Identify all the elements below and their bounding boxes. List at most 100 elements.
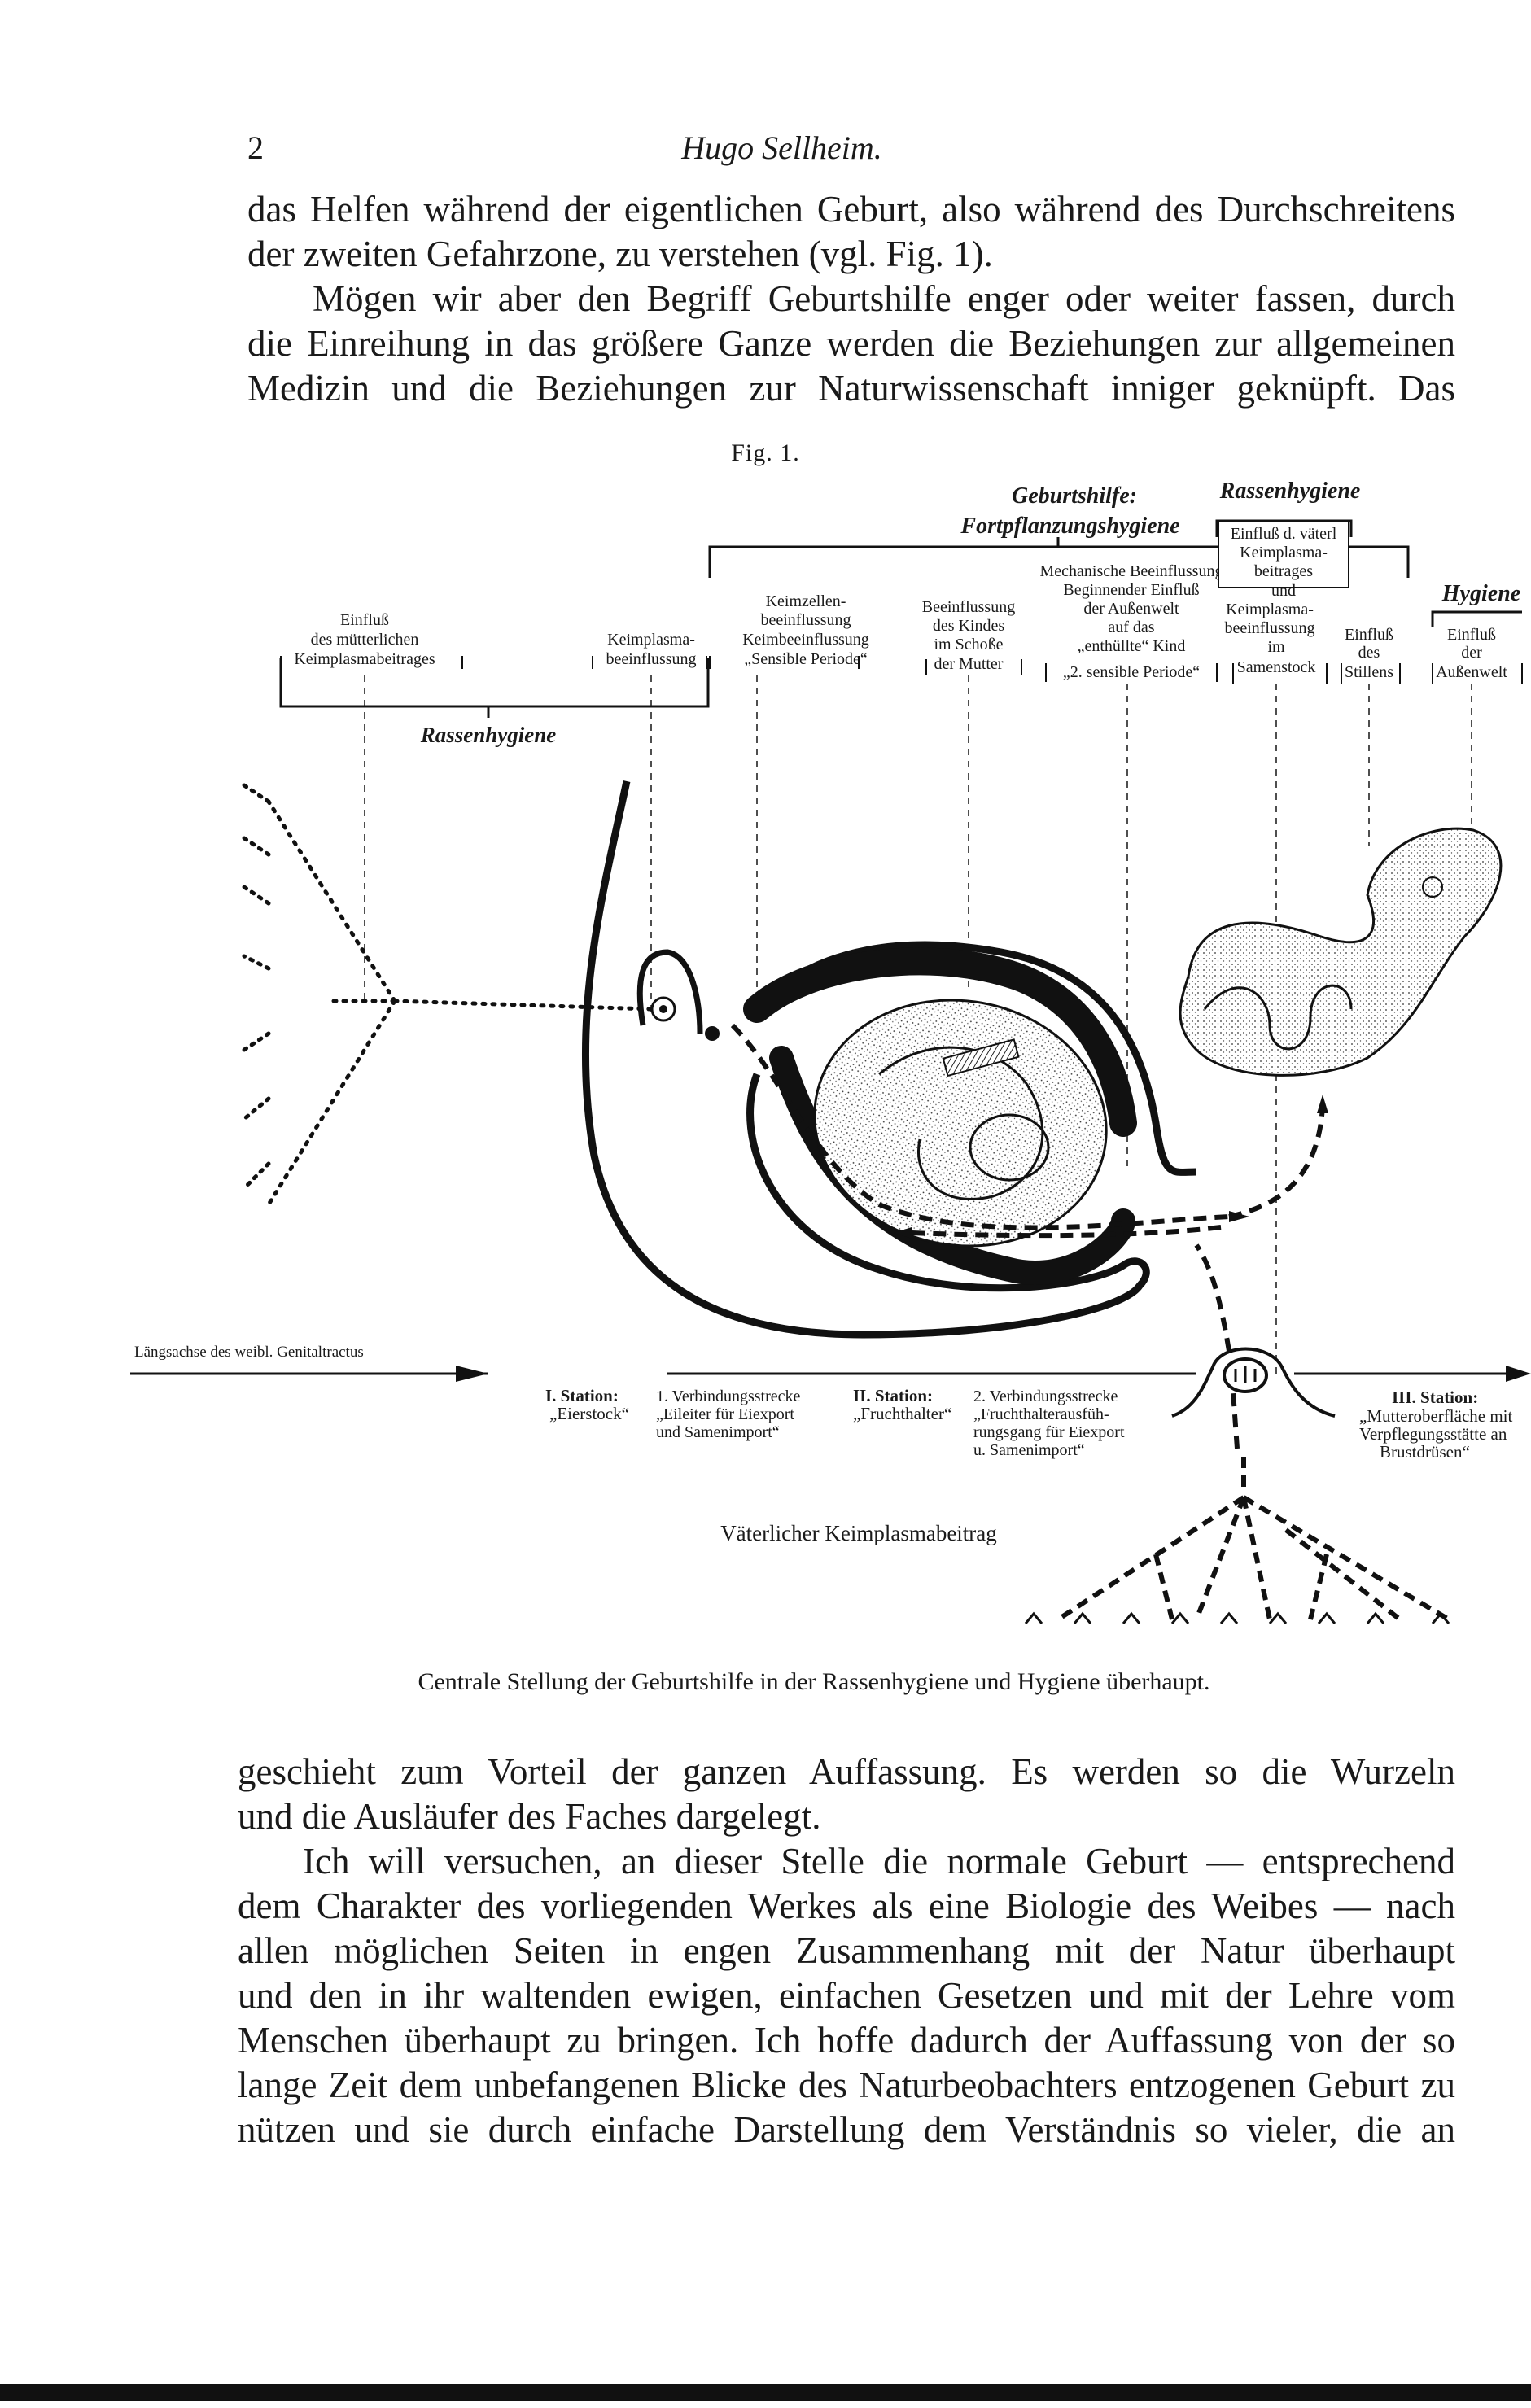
svg-text:beitrages: beitrages [1254, 562, 1313, 580]
ovary [636, 949, 720, 1041]
svg-text:rungsgang für Eiexport: rungsgang für Eiexport [973, 1423, 1125, 1441]
svg-text:„enthüllte“ Kind: „enthüllte“ Kind [1078, 637, 1186, 655]
svg-text:Verpflegungsstätte an: Verpflegungsstätte an [1359, 1424, 1507, 1444]
svg-text:des mütterlichen: des mütterlichen [311, 631, 419, 649]
label-rassenhygiene-lower: Rassenhygiene [420, 723, 557, 747]
svg-text:der Mutter: der Mutter [934, 655, 1004, 673]
figure-caption: Centrale Stellung der Geburtshilfe in de… [418, 1668, 1210, 1695]
page-number: 2 [247, 129, 264, 166]
svg-text:„Fruchthalterausfüh-: „Fruchthalterausfüh- [973, 1405, 1109, 1423]
svg-text:beeinflussung: beeinflussung [1224, 619, 1314, 637]
svg-text:„Eileiter für Eiexport: „Eileiter für Eiexport [656, 1405, 794, 1423]
svg-text:Einfluß d. väterl: Einfluß d. väterl [1231, 525, 1337, 543]
svg-text:und: und [1271, 582, 1296, 600]
svg-text:u. Samenimport“: u. Samenimport“ [973, 1441, 1085, 1459]
svg-text:„Mutteroberfläche mit: „Mutteroberfläche mit [1359, 1406, 1512, 1426]
svg-text:Keimplasma-: Keimplasma- [1226, 601, 1314, 618]
svg-text:Beginnender Einfluß: Beginnender Einfluß [1063, 581, 1199, 599]
figure-diagram: Geburtshilfe: Fortpflanzungshygiene Rass… [130, 479, 1531, 1624]
svg-text:III. Station:: III. Station: [1392, 1388, 1478, 1407]
svg-text:Brustdrüsen“: Brustdrüsen“ [1380, 1442, 1470, 1462]
text-line: der zweiten Gefahrzone, zu verstehen (vg… [247, 234, 993, 274]
svg-text:Mechanische Beeinflussung: Mechanische Beeinflussung [1040, 562, 1223, 580]
svg-text:Keimplasma-: Keimplasma- [1240, 544, 1328, 562]
text-line: allen möglichen Seiten in engen Zusammen… [238, 1930, 1455, 1971]
svg-text:Außenwelt: Außenwelt [1436, 663, 1507, 681]
connection-1: 1. Verbindungsstrecke „Eileiter für Eiex… [656, 1388, 800, 1441]
maternal-germ-tree [242, 783, 654, 1207]
heading-rassenhygiene-top: Rassenhygiene [1219, 479, 1361, 504]
svg-text:II. Station:: II. Station: [853, 1386, 933, 1405]
svg-text:im: im [1267, 638, 1285, 656]
svg-text:„2. sensible Periode“: „2. sensible Periode“ [1063, 663, 1200, 681]
scan-edge-bar [0, 2384, 1531, 2401]
heading-hygiene: Hygiene [1441, 581, 1520, 606]
text-line: dem Charakter des vorliegenden Werkes al… [238, 1886, 1455, 1926]
station-3: III. Station: „Mutteroberfläche mit Verp… [1359, 1388, 1512, 1462]
svg-text:Keimplasma-: Keimplasma- [607, 631, 695, 649]
influence-maternal: Einfluß des mütterlichen Keimplasmabeitr… [280, 611, 463, 669]
station-1: I. Station: „Eierstock“ [545, 1386, 629, 1423]
svg-text:„Fruchthalter“: „Fruchthalter“ [853, 1404, 951, 1423]
svg-text:1. Verbindungsstrecke: 1. Verbindungsstrecke [656, 1388, 800, 1405]
influence-stillen: Einfluß des Stillens [1341, 626, 1401, 684]
text-line: Menschen überhaupt zu bringen. Ich hoffe… [238, 2020, 1455, 2061]
axis-arrow-left [456, 1366, 488, 1382]
svg-text:beeinflussung: beeinflussung [760, 611, 851, 629]
newborn-child [1179, 827, 1503, 1077]
svg-text:„Sensible Periode“: „Sensible Periode“ [744, 650, 868, 668]
svg-text:2. Verbindungsstrecke: 2. Verbindungsstrecke [973, 1388, 1118, 1405]
svg-text:Keimbeeinflussung: Keimbeeinflussung [742, 631, 869, 649]
bracket-hygiene [1431, 610, 1522, 627]
text-line: geschieht zum Vorteil der ganzen Auffass… [238, 1751, 1455, 1792]
svg-text:Einfluß: Einfluß [1447, 626, 1496, 644]
heading-fortpflanzungshygiene: Fortpflanzungshygiene [960, 514, 1179, 539]
svg-text:Einfluß: Einfluß [340, 611, 389, 629]
svg-text:und Samenimport“: und Samenimport“ [656, 1423, 780, 1441]
pathway-arrows [730, 1023, 1325, 1449]
text-line: Mögen wir aber den Begriff Geburtshilfe … [313, 278, 1455, 319]
svg-text:im Schoße: im Schoße [934, 636, 1004, 653]
influence-vaeterlich: Einfluß d. väterl Keimplasma- beitrages … [1218, 520, 1349, 684]
svg-text:Stillens: Stillens [1345, 663, 1393, 681]
fetus-in-womb [813, 999, 1108, 1248]
text-line: die Einreihung in das größere Ganze werd… [247, 323, 1455, 364]
running-title: Hugo Sellheim. [681, 129, 882, 166]
svg-text:Keimplasmabeitrages: Keimplasmabeitrages [294, 650, 435, 668]
uterus-outline [581, 780, 1197, 1339]
connection-2: 2. Verbindungsstrecke „Fruchthalterausfü… [973, 1388, 1125, 1459]
heading-geburtshilfe: Geburtshilfe: [1012, 483, 1137, 509]
text-line: und den in ihr waltenden ewigen, einfach… [238, 1975, 1455, 2016]
influence-aussenwelt: Einfluß der Außenwelt [1432, 626, 1523, 684]
svg-text:Keimzellen-: Keimzellen- [766, 592, 846, 610]
svg-text:Samenstock: Samenstock [1237, 658, 1316, 676]
axis-label: Längsachse des weibl. Genitaltractus [134, 1344, 364, 1361]
bracket-geburtshilfe [708, 537, 1410, 578]
text-line: Ich will versuchen, an dieser Stelle die… [303, 1841, 1455, 1881]
svg-text:der: der [1461, 644, 1482, 662]
paternal-sperm-marks [1024, 1611, 1450, 1624]
svg-text:I. Station:: I. Station: [545, 1386, 619, 1405]
paternal-label: Väterlicher Keimplasmabeitrag [720, 1521, 997, 1545]
paternal-germ-tree [1056, 1457, 1450, 1622]
body-text-bottom: geschieht zum Vorteil der ganzen Auffass… [238, 1750, 1455, 2152]
arrow-heads [894, 1095, 1328, 1239]
text-line: das Helfen während der eigentlichen Gebu… [247, 189, 1455, 229]
svg-text:beeinflussung: beeinflussung [606, 650, 696, 668]
svg-text:der Außenwelt: der Außenwelt [1083, 600, 1179, 618]
svg-text:auf das: auf das [1108, 618, 1154, 636]
svg-text:des: des [1358, 644, 1380, 662]
influence-keimzellen: Keimzellen- beeinflussung Keimbeeinfluss… [709, 592, 869, 669]
influence-beeinflussung-kind: Beeinflussung des Kindes im Schoße der M… [922, 598, 1022, 675]
influence-keimplasma: Keimplasma- beeinflussung [592, 631, 707, 669]
text-line: Medizin und die Beziehungen zur Naturwis… [247, 368, 1455, 409]
svg-text:des Kindes: des Kindes [933, 617, 1005, 635]
axis-arrow-right [1506, 1366, 1531, 1382]
bracket-rassenhygiene-lower [279, 658, 710, 718]
body-text-top: das Helfen während der eigentlichen Gebu… [247, 187, 1455, 411]
svg-text:Beeinflussung: Beeinflussung [922, 598, 1015, 616]
svg-text:„Eierstock“: „Eierstock“ [549, 1404, 629, 1423]
station-2: II. Station: „Fruchthalter“ [853, 1386, 951, 1423]
influence-mechanische: Mechanische Beeinflussung Beginnender Ei… [1040, 562, 1223, 682]
text-line: nützen und sie durch einfache Darstellun… [238, 2109, 1455, 2150]
